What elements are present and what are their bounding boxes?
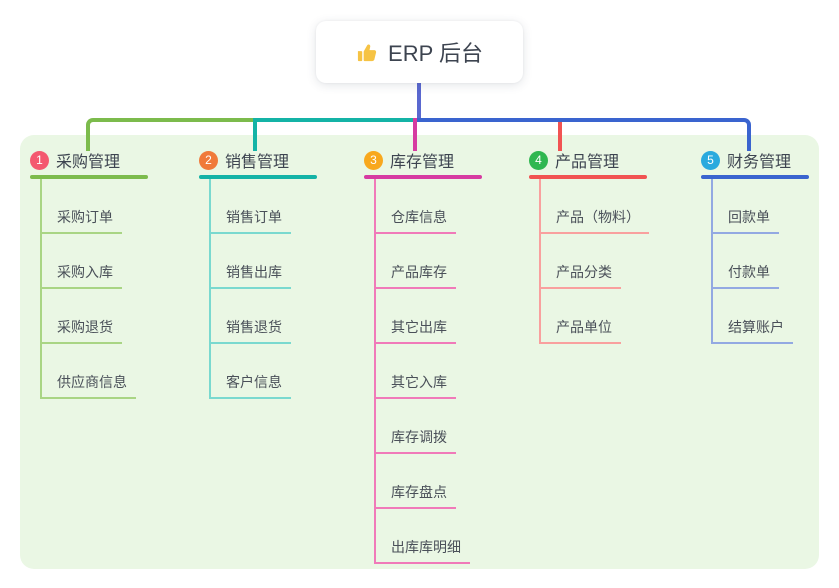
- branch-trunk-line: [539, 179, 541, 344]
- child-node[interactable]: 出库库明细: [374, 509, 482, 564]
- child-node[interactable]: 供应商信息: [40, 344, 148, 399]
- branch-number-badge: 1: [30, 150, 49, 170]
- branch-children: 产品（物料） 产品分类产品单位: [539, 179, 649, 344]
- root-connector-line: [417, 83, 421, 120]
- child-node[interactable]: 产品库存: [374, 234, 482, 289]
- branch-node[interactable]: 5 财务管理: [701, 148, 809, 172]
- branch-title: 库存管理: [390, 154, 455, 171]
- branch-number-badge: 3: [364, 150, 383, 170]
- child-node[interactable]: 结算账户: [711, 289, 809, 344]
- child-node-label: 供应商信息: [40, 372, 136, 399]
- child-node-label: 产品库存: [374, 262, 456, 289]
- branch-underline: [364, 175, 482, 179]
- mindmap-panel: [20, 135, 819, 569]
- branch: 3 库存管理 仓库信息产品库存其它出库其它入库库存调拨库存盘点出库库明细: [364, 148, 482, 564]
- branch-underline: [199, 175, 317, 179]
- branch-children: 仓库信息产品库存其它出库其它入库库存调拨库存盘点出库库明细: [374, 179, 482, 564]
- branch-number-badge: 2: [199, 150, 218, 170]
- branch-title: 财务管理: [727, 154, 792, 171]
- child-node[interactable]: 付款单: [711, 234, 809, 289]
- child-node[interactable]: 仓库信息: [374, 179, 482, 234]
- connector-sales: [253, 118, 417, 151]
- connector-finance: [417, 118, 751, 151]
- child-node-label: 产品单位: [539, 317, 621, 344]
- child-node[interactable]: 销售出库: [209, 234, 317, 289]
- branch-node[interactable]: 3 库存管理: [364, 148, 482, 172]
- child-node[interactable]: 采购入库: [40, 234, 148, 289]
- child-node-label: 产品（物料）: [539, 207, 649, 234]
- child-node[interactable]: 销售退货: [209, 289, 317, 344]
- branch-children: 回款单付款单结算账户: [711, 179, 809, 344]
- connector-product: [558, 118, 562, 151]
- connector-purchase: [86, 118, 253, 151]
- branch-node[interactable]: 2 销售管理: [199, 148, 317, 172]
- branch-number-badge: 4: [529, 150, 548, 170]
- child-node[interactable]: 其它出库: [374, 289, 482, 344]
- child-node-label: 产品分类: [539, 262, 621, 289]
- child-node[interactable]: 库存盘点: [374, 454, 482, 509]
- child-node[interactable]: 产品分类: [539, 234, 647, 289]
- child-node-label: 结算账户: [711, 317, 793, 344]
- branch-number-badge: 5: [701, 150, 720, 170]
- branch-children: 采购订单采购入库采购退货供应商信息: [40, 179, 148, 399]
- branch: 2 销售管理 销售订单销售出库销售退货客户信息: [199, 148, 317, 399]
- child-node-label: 其它入库: [374, 372, 456, 399]
- child-node-label: 客户信息: [209, 372, 291, 399]
- child-node-label: 销售出库: [209, 262, 291, 289]
- child-node[interactable]: 回款单: [711, 179, 809, 234]
- connector-inventory: [413, 118, 417, 151]
- child-node-label: 销售订单: [209, 207, 291, 234]
- child-node-label: 仓库信息: [374, 207, 456, 234]
- branch-trunk-line: [711, 179, 713, 344]
- branch-title: 采购管理: [56, 154, 121, 171]
- branch: 5 财务管理 回款单付款单结算账户: [701, 148, 809, 344]
- branch-title: 产品管理: [555, 154, 620, 171]
- child-node[interactable]: 产品（物料）: [539, 179, 649, 234]
- child-node[interactable]: 库存调拨: [374, 399, 482, 454]
- child-node-label: 采购订单: [40, 207, 122, 234]
- child-node-label: 其它出库: [374, 317, 456, 344]
- branch-node[interactable]: 1 采购管理: [30, 148, 148, 172]
- branch-trunk-line: [209, 179, 211, 399]
- child-node[interactable]: 客户信息: [209, 344, 317, 399]
- child-node[interactable]: 销售订单: [209, 179, 317, 234]
- branch-trunk-line: [40, 179, 42, 399]
- root-node-label: ERP 后台: [388, 41, 483, 66]
- child-node-label: 出库库明细: [374, 537, 470, 564]
- child-node[interactable]: 其它入库: [374, 344, 482, 399]
- branch-trunk-line: [374, 179, 376, 564]
- child-node[interactable]: 采购退货: [40, 289, 148, 344]
- branch-children: 销售订单销售出库销售退货客户信息: [209, 179, 317, 399]
- child-node-label: 付款单: [711, 262, 779, 289]
- branch-underline: [529, 175, 647, 179]
- thumbs-up-icon: [356, 41, 379, 64]
- child-node-label: 库存盘点: [374, 482, 456, 509]
- child-node-label: 销售退货: [209, 317, 291, 344]
- branch: 4 产品管理 产品（物料） 产品分类产品单位: [529, 148, 649, 344]
- branch-title: 销售管理: [225, 154, 290, 171]
- child-node-label: 采购入库: [40, 262, 122, 289]
- root-node[interactable]: ERP 后台: [316, 21, 523, 83]
- branch-underline: [701, 175, 809, 179]
- branch-node[interactable]: 4 产品管理: [529, 148, 647, 172]
- child-node[interactable]: 产品单位: [539, 289, 647, 344]
- branch-underline: [30, 175, 148, 179]
- child-node-label: 回款单: [711, 207, 779, 234]
- branch: 1 采购管理 采购订单采购入库采购退货供应商信息: [30, 148, 148, 399]
- child-node[interactable]: 采购订单: [40, 179, 148, 234]
- child-node-label: 采购退货: [40, 317, 122, 344]
- child-node-label: 库存调拨: [374, 427, 456, 454]
